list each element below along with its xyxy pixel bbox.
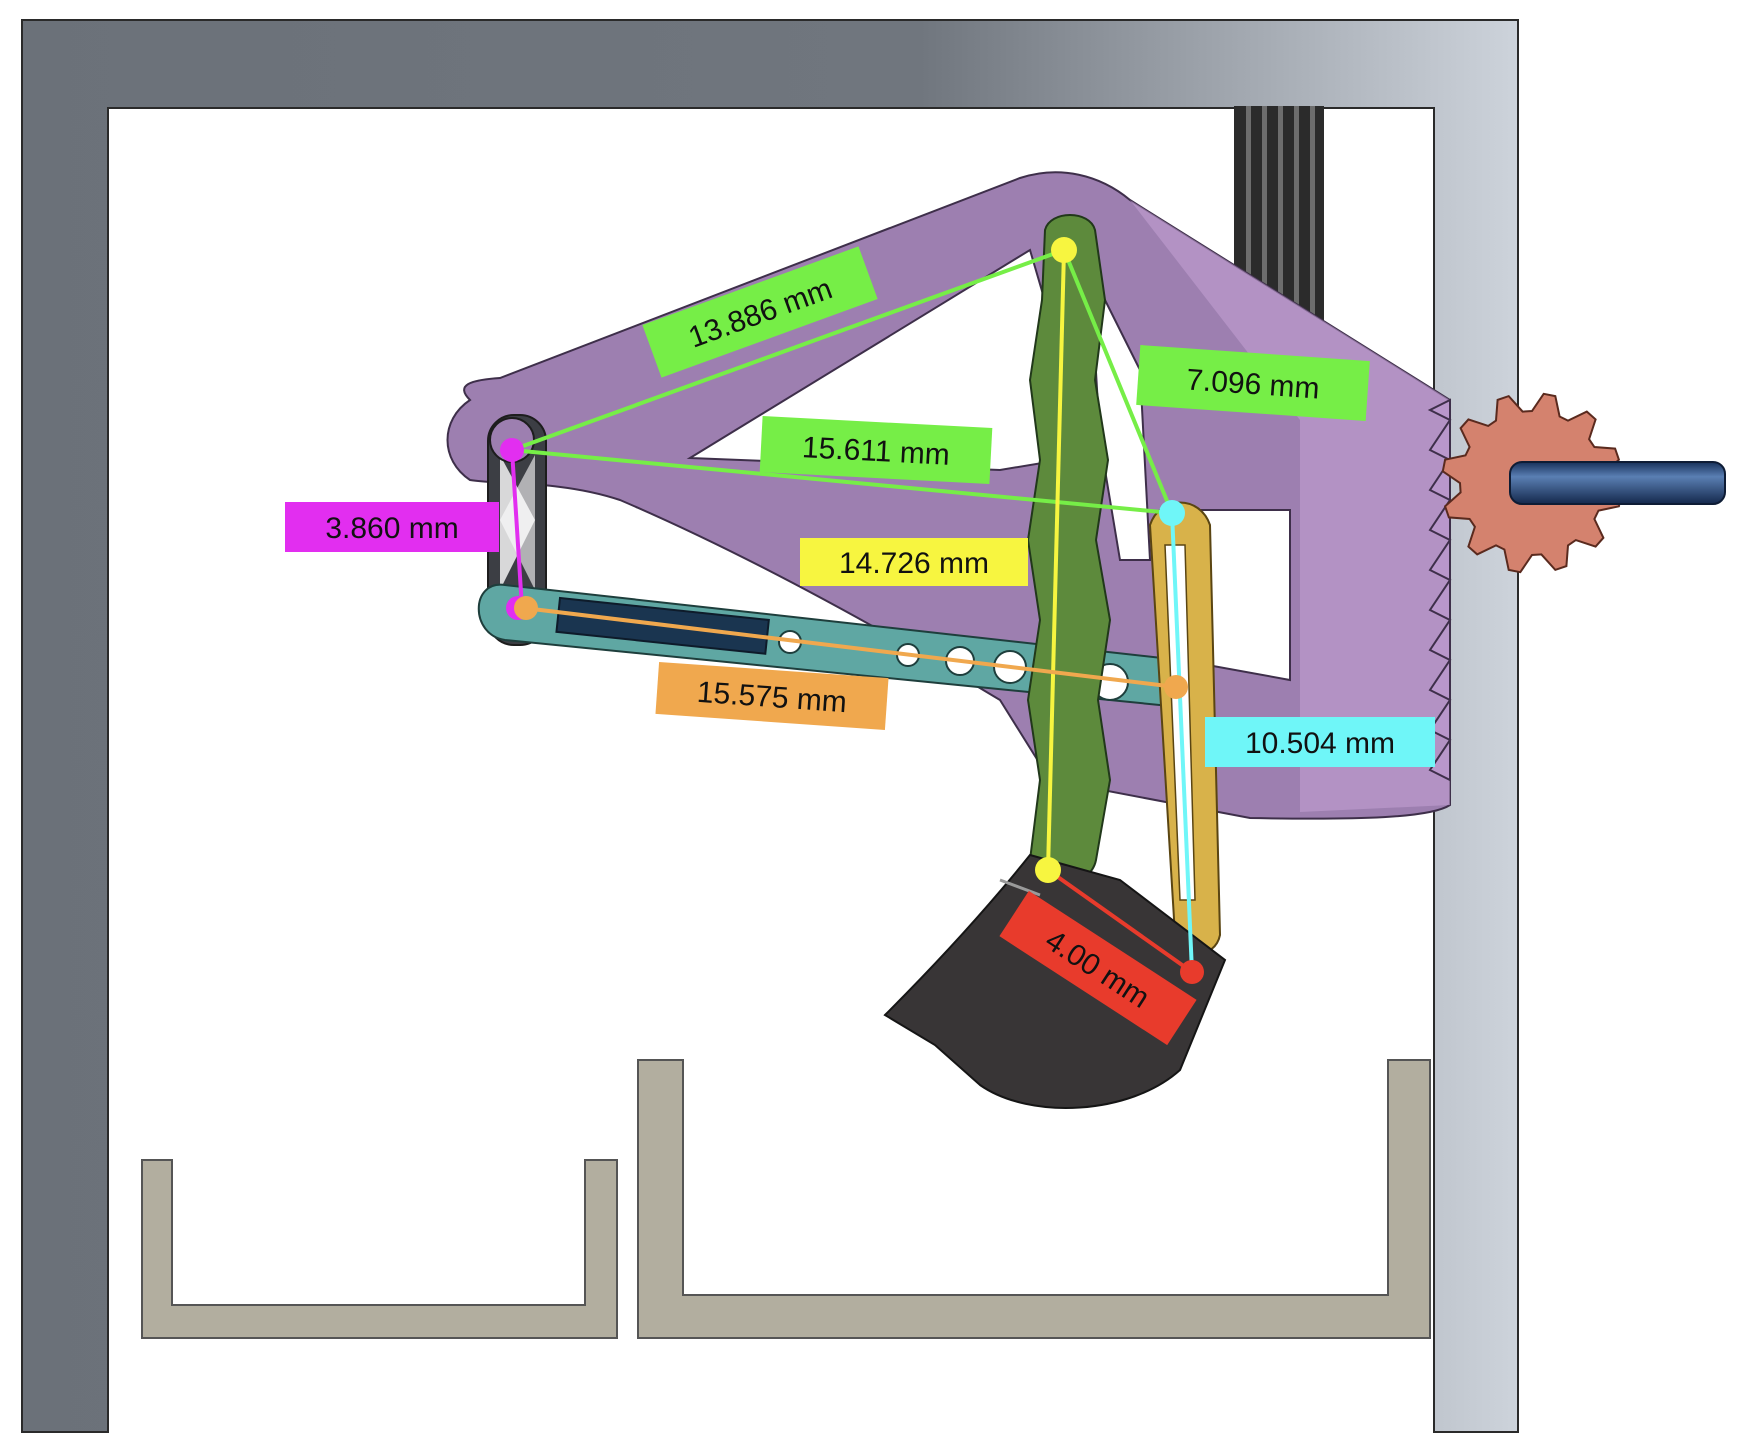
dim-line-15611	[511, 448, 1173, 515]
dim-line-14726	[1046, 249, 1066, 871]
dim-line-3860	[510, 449, 524, 609]
joint-bucket-link	[1180, 960, 1204, 984]
dim-line-400	[1046, 868, 1194, 974]
dim-label-15611: 15.611 mm	[759, 416, 993, 484]
joint-cyan-top	[1159, 500, 1185, 526]
dim-line-13886	[511, 248, 1065, 452]
dim-line-7096	[1062, 249, 1174, 514]
dimension-lines	[510, 248, 1194, 974]
dim-label-3860: 3.860 mm	[285, 502, 499, 552]
dim-label-7096: 7.096 mm	[1136, 345, 1370, 421]
joint-boom-pivot	[500, 438, 524, 462]
bucket	[883, 853, 1227, 1109]
boom-highlight	[1130, 200, 1450, 812]
drive-shaft	[1509, 461, 1726, 505]
joint-arm-top	[1051, 237, 1077, 263]
dim-label-10504: 10.504 mm	[1205, 717, 1435, 767]
joint-orange-left	[514, 596, 538, 620]
dim-label-15575: 15.575 mm	[655, 662, 889, 730]
large-bin	[637, 1059, 1431, 1339]
joint-orange-right	[1164, 675, 1188, 699]
boom-rack-teeth	[1427, 398, 1452, 782]
dim-line-15575	[523, 606, 1177, 689]
svg-text:10.504 mm: 10.504 mm	[1245, 727, 1395, 760]
svg-text:15.611 mm: 15.611 mm	[801, 431, 950, 472]
dim-label-14726: 14.726 mm	[800, 538, 1028, 586]
joint-arm-bottom	[1035, 857, 1061, 883]
bucket-edge	[999, 878, 1041, 897]
joints	[500, 237, 1204, 984]
green-arm	[1026, 214, 1112, 884]
small-bin	[141, 1159, 618, 1339]
dim-line-10504	[1170, 512, 1194, 973]
svg-text:3.860 mm: 3.860 mm	[325, 512, 458, 545]
svg-text:14.726 mm: 14.726 mm	[839, 547, 989, 580]
